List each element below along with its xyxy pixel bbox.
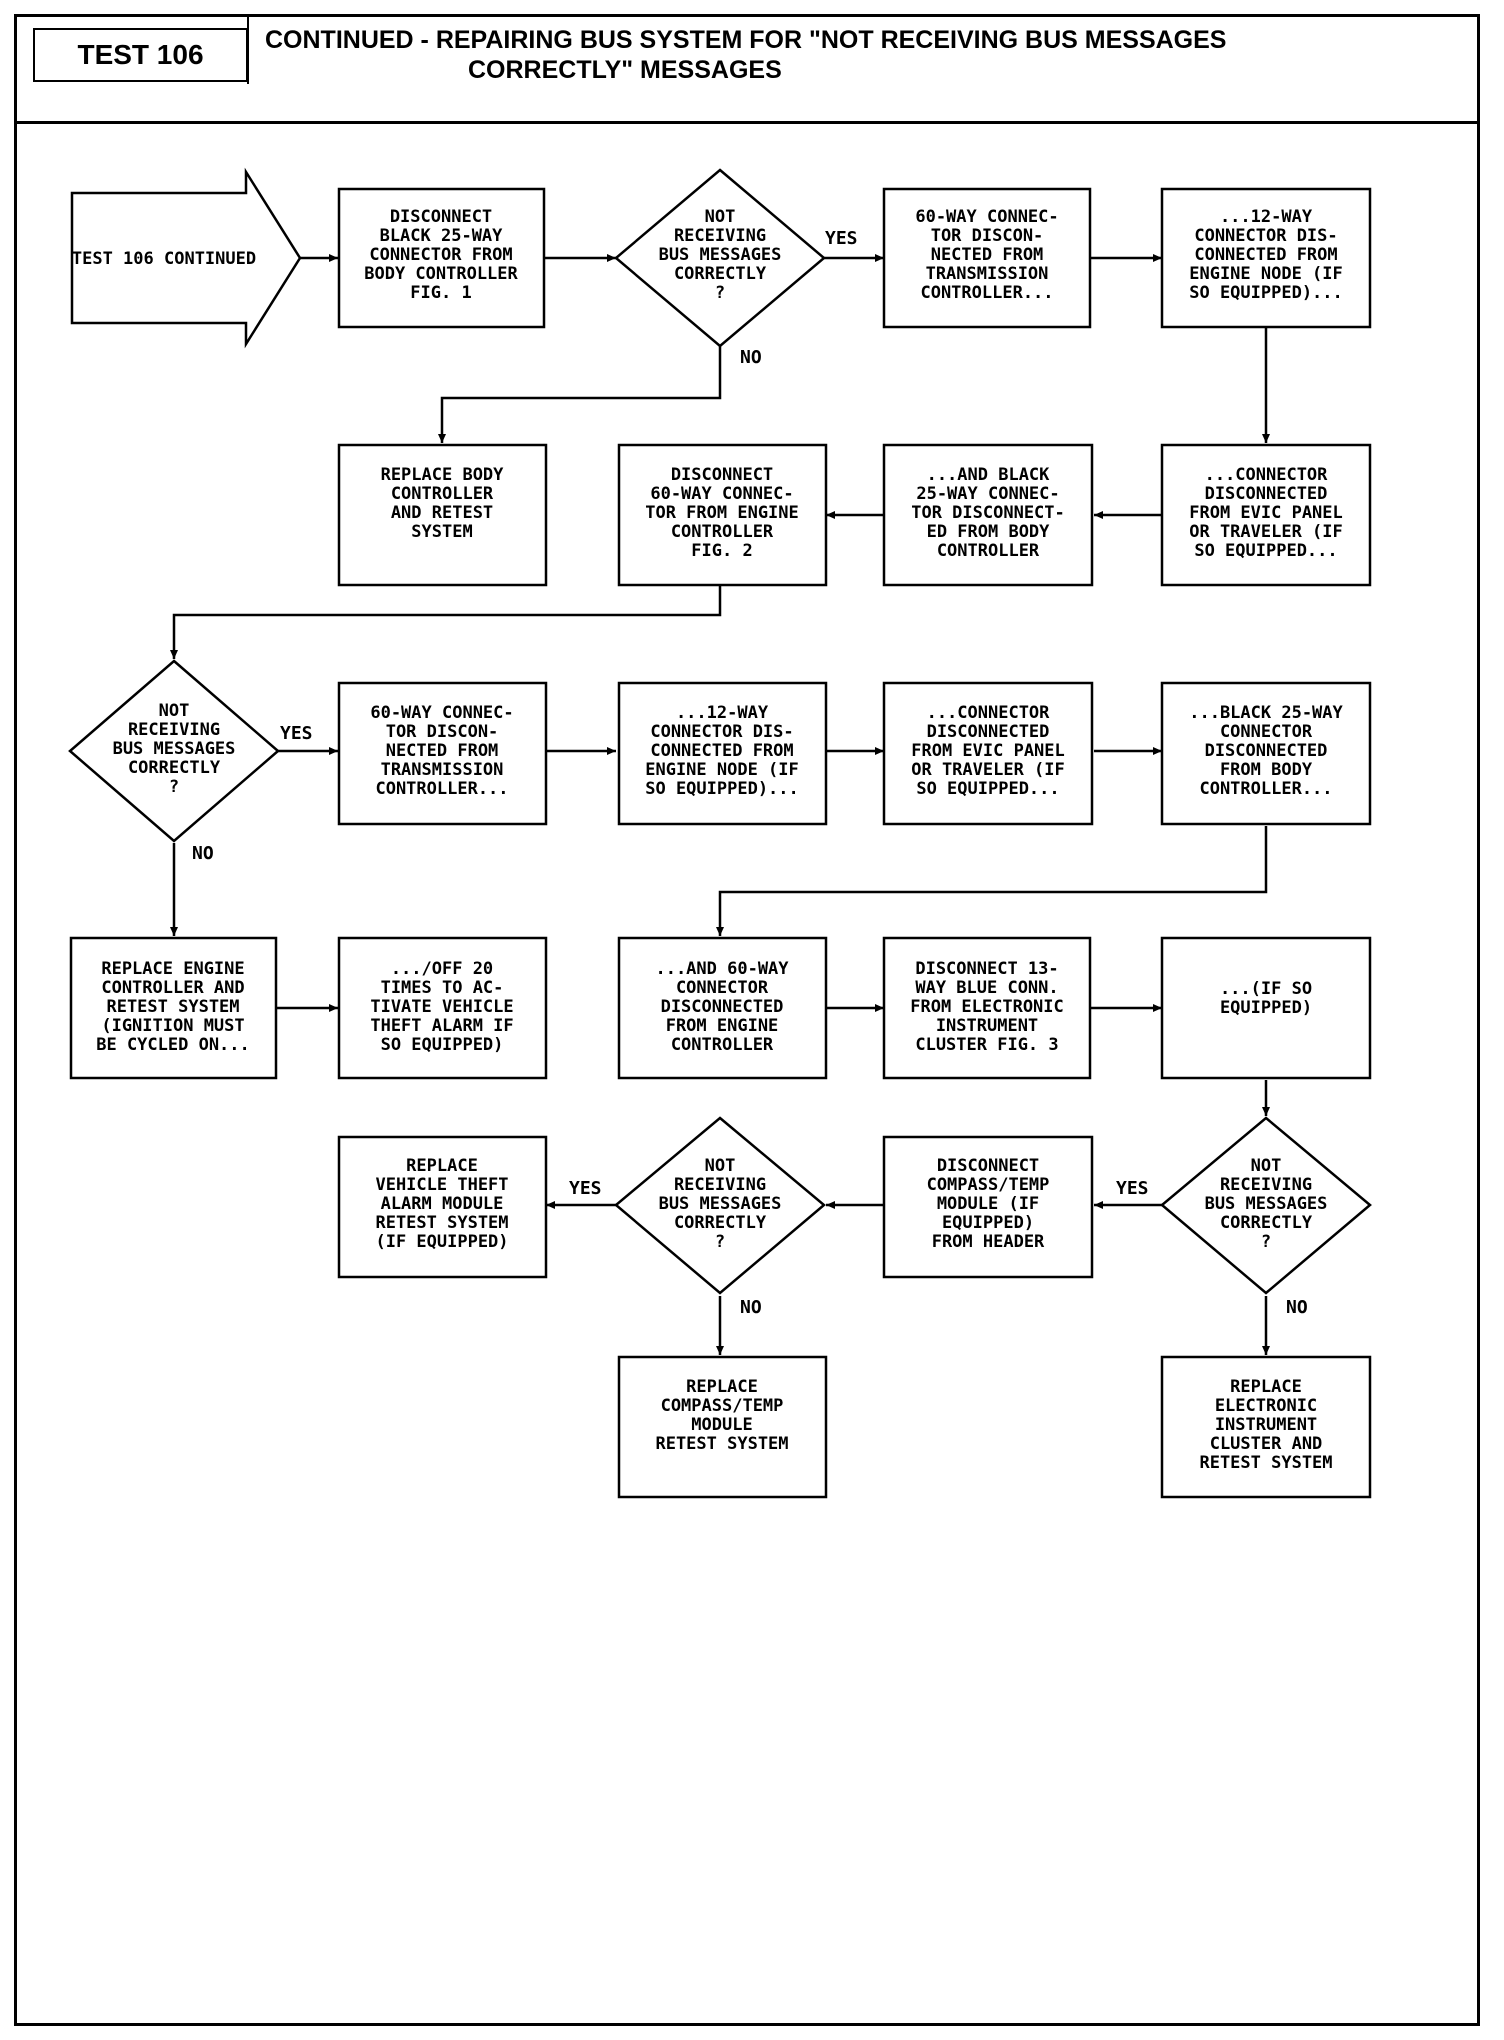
decision-d2 [68,659,280,843]
box-b5 [617,443,828,587]
box-b3 [1160,187,1372,329]
decision-d4 [1160,1116,1372,1295]
page-frame [14,14,1480,2026]
label-yes-d1: YES [825,228,858,249]
flow-connectors [170,254,1270,1355]
box-b8 [337,681,548,826]
box-b20 [1160,1355,1372,1499]
start-label: TEST 106 CONTINUED [72,249,256,269]
label-no-d2: NO [192,843,214,864]
box-b13 [337,936,548,1080]
start-arrow-shape [70,167,302,349]
box-b17 [337,1135,548,1279]
label-no-d4: NO [1286,1297,1308,1318]
decision-d3 [614,1116,826,1295]
box-b1 [337,187,546,329]
box-b2 [882,187,1092,329]
decision-d1 [614,168,826,348]
label-yes-d2: YES [280,723,313,744]
node-b15-text: DISCONNECT 13-WAY BLUE CONN.FROM ELECTRO… [910,959,1064,1055]
test-number: TEST 106 [77,39,204,70]
box-b18 [882,1135,1094,1279]
header-bar [14,14,1480,124]
box-b15 [882,936,1092,1080]
label-yes-d3: YES [569,1178,602,1199]
connector-d1-b4 [438,346,722,443]
label-no-d1: NO [740,347,762,368]
connector-b11-b14 [716,826,1268,936]
box-b16 [1160,936,1372,1080]
page-title-line-2: CORRECTLY" MESSAGES [468,56,782,84]
label-yes-d4: YES [1116,1178,1149,1199]
box-b10 [882,681,1094,826]
box-b4 [337,443,548,587]
box-b12 [69,936,278,1080]
box-b11 [1160,681,1372,826]
box-b14 [617,936,828,1080]
box-b7 [1160,443,1372,587]
label-no-d3: NO [740,1297,762,1318]
connector-b5-d2 [170,585,722,659]
title-divider [247,14,249,84]
box-b9 [617,681,828,826]
box-b6 [882,443,1094,587]
page-title-line-1: CONTINUED - REPAIRING BUS SYSTEM FOR "NO… [265,26,1227,54]
box-b19 [617,1355,828,1499]
